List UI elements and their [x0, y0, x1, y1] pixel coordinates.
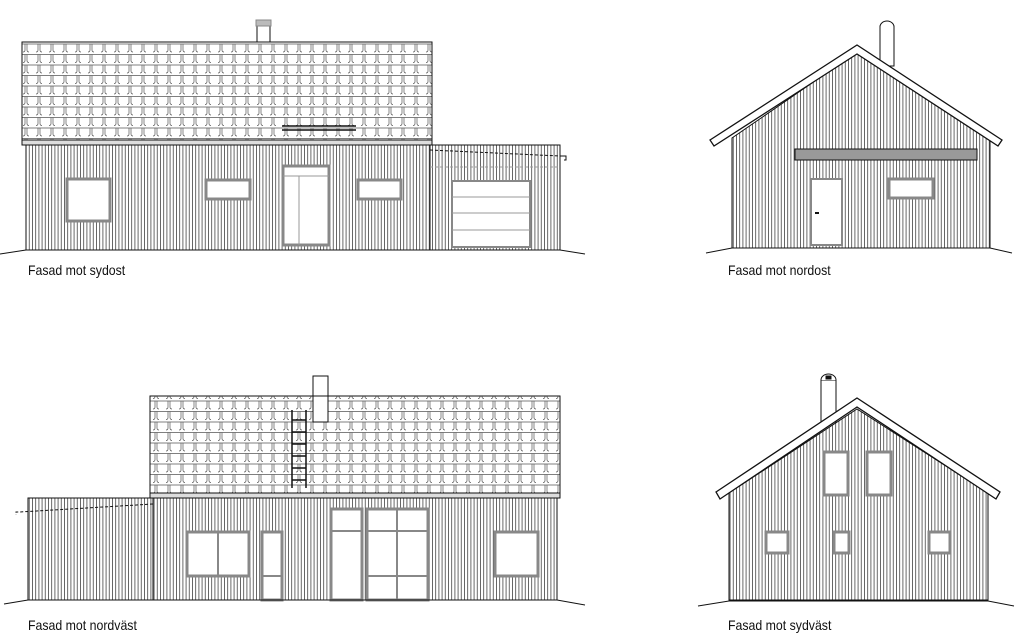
elevation-nordost: [705, 20, 1013, 254]
wall: [728, 408, 989, 601]
chimney: [879, 25, 895, 67]
door: [260, 530, 284, 602]
ground-line: [3, 599, 586, 606]
elevation-sydvast: [697, 373, 1015, 607]
window: [764, 530, 790, 555]
roof: [21, 41, 433, 141]
window: [832, 530, 851, 555]
annex: [27, 497, 154, 601]
window: [865, 450, 893, 497]
elevation-label-nordost: Fasad mot nordost: [728, 262, 831, 278]
ground-line: [0, 249, 586, 255]
roof-ladder: [291, 410, 307, 488]
window: [887, 177, 935, 200]
roof-edge: [715, 397, 1001, 500]
door: [281, 164, 331, 247]
roof: [149, 395, 561, 494]
roof-edge: [709, 44, 1003, 147]
ground-line: [705, 247, 1013, 254]
elevation-label-nordvast: Fasad mot nordväst: [28, 617, 137, 633]
elevation-label-sydvast: Fasad mot sydväst: [728, 617, 832, 633]
ground-line: [697, 600, 1015, 607]
window: [65, 177, 112, 223]
door: [329, 507, 364, 602]
window: [204, 178, 252, 201]
elevation-sydost: [0, 19, 586, 255]
window: [927, 530, 952, 555]
elevation-label-sydost: Fasad mot sydost: [28, 262, 126, 278]
window: [493, 530, 540, 578]
window: [822, 450, 850, 497]
elevation-nordvast: [3, 375, 586, 606]
garage-door: [451, 180, 531, 248]
window: [356, 178, 403, 201]
